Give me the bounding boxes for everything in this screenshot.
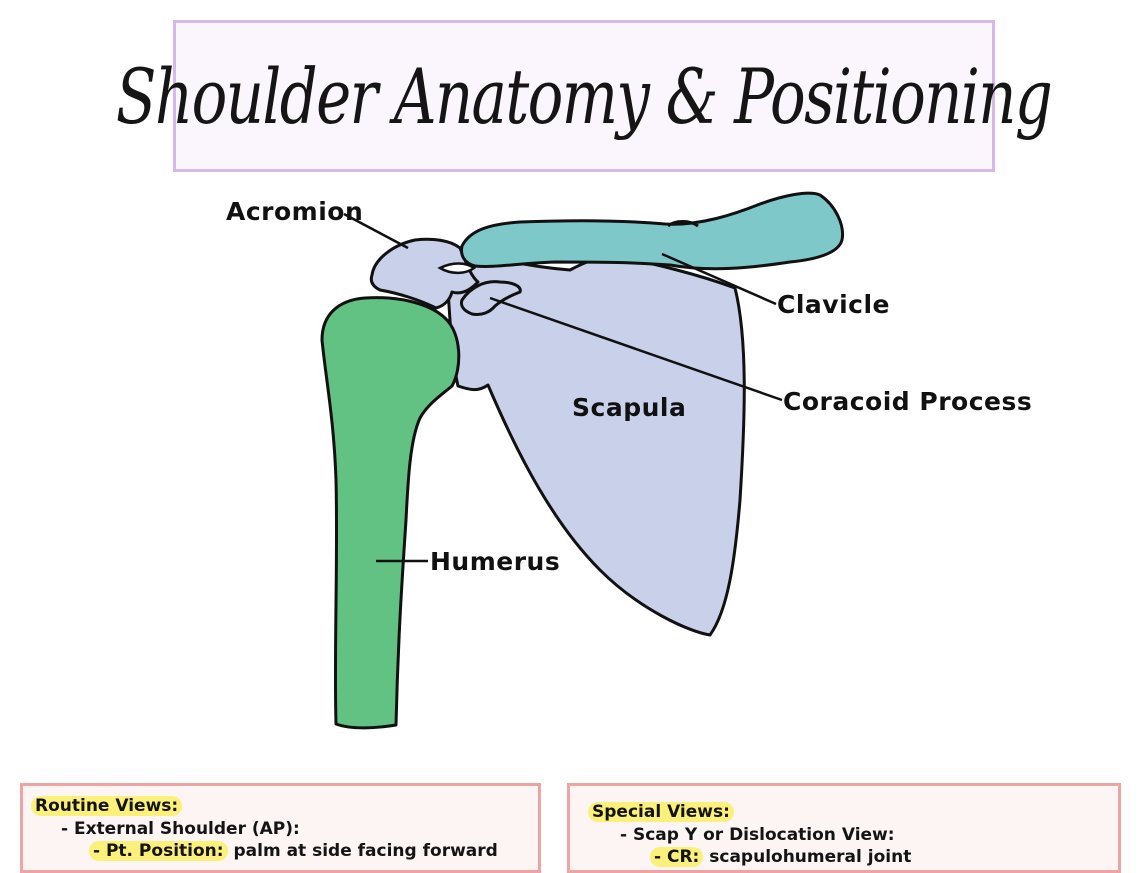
shoulder-diagram: Acromion Clavicle Coracoid Process Scapu… bbox=[226, 191, 1032, 730]
page-title: Shoulder Anatomy & Positioning bbox=[116, 51, 1053, 141]
routine-heading: Routine Views: bbox=[31, 796, 183, 816]
humerus-shape bbox=[320, 296, 461, 730]
routine-subitem: - Pt. Position: palm at side facing forw… bbox=[89, 841, 498, 861]
title-box: Shoulder Anatomy & Positioning bbox=[116, 20, 1053, 172]
routine-sub-text: palm at side facing forward bbox=[227, 841, 498, 861]
clavicle-leader bbox=[661, 252, 777, 306]
special-subitem: - CR: scapulohumeral joint bbox=[650, 847, 911, 867]
special-sub-text: scapulohumeral joint bbox=[703, 847, 912, 867]
acromion-label: Acromion bbox=[226, 197, 363, 226]
acromion-notch bbox=[437, 262, 477, 275]
special-item-1: - Scap Y or Dislocation View: bbox=[620, 825, 895, 845]
special-views-box: Special Views: - Scap Y or Dislocation V… bbox=[567, 783, 1121, 873]
routine-item-1: - External Shoulder (AP): bbox=[61, 819, 300, 839]
special-sub-label: - CR: bbox=[650, 847, 704, 867]
coracoid-leader bbox=[489, 296, 783, 402]
scapula-shape bbox=[446, 255, 746, 637]
clavicle-shape bbox=[460, 191, 845, 271]
special-heading: Special Views: bbox=[588, 802, 734, 822]
humerus-label: Humerus bbox=[430, 547, 560, 576]
acromion-leader bbox=[343, 212, 409, 250]
acromion-shape bbox=[369, 237, 480, 310]
routine-sub-label: - Pt. Position: bbox=[89, 841, 228, 861]
routine-views-box: Routine Views: - External Shoulder (AP):… bbox=[20, 783, 541, 873]
clavicle-label: Clavicle bbox=[777, 290, 890, 319]
scapula-label: Scapula bbox=[572, 393, 686, 422]
coracoid-label: Coracoid Process bbox=[783, 387, 1032, 416]
clavicle-bump bbox=[667, 220, 699, 228]
